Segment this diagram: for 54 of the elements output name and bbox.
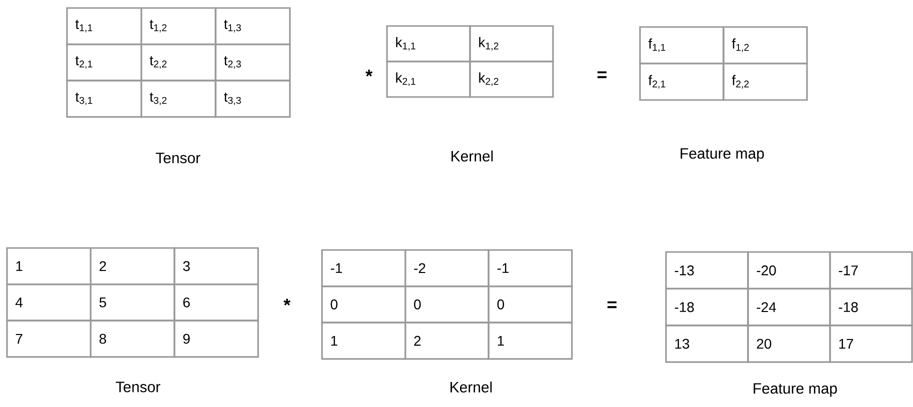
table-cell: -2 <box>404 249 490 288</box>
table-cell: 2 <box>404 322 490 360</box>
caption: Tensor <box>116 382 160 392</box>
table-cell: t$_{2,3}$ <box>214 44 291 82</box>
table-cell: t$_{3,3}$ <box>214 80 291 118</box>
operator-symbol: = <box>598 71 607 78</box>
operator-symbol: = <box>608 301 617 308</box>
table-cell: 6 <box>174 284 259 322</box>
caption: Tensor <box>156 152 200 164</box>
operator-symbol: * <box>284 298 290 306</box>
table-cell: 1 <box>6 247 92 286</box>
table-cell: -1 <box>321 249 406 288</box>
table-cell: -20 <box>747 251 831 290</box>
caption: Kernel <box>450 382 492 392</box>
table-cell: -1 <box>488 249 573 288</box>
table-cell: 17 <box>829 324 913 363</box>
caption: Feature map <box>754 383 837 397</box>
operator-symbol: * <box>366 70 372 76</box>
table-cell: 2 <box>90 247 176 286</box>
table-cell: 4 <box>6 284 92 322</box>
table-cell: f$_{2,2}$ <box>722 62 808 101</box>
table-cell: k$_{2,1}$ <box>386 60 471 98</box>
table-cell: 1 <box>321 322 406 360</box>
table-cell: f$_{2,1}$ <box>639 62 724 101</box>
table-cell: 7 <box>6 320 92 358</box>
table-cell: t$_{2,1}$ <box>66 44 142 82</box>
table-cell: -17 <box>829 251 913 290</box>
table-cell: 0 <box>488 286 573 324</box>
table-cell: 20 <box>747 324 831 363</box>
table-cell: -24 <box>747 288 831 326</box>
table-cell: t$_{1,1}$ <box>66 7 142 46</box>
table-cell: 0 <box>404 286 490 324</box>
table-cell: 1 <box>488 322 573 360</box>
table-cell: f$_{1,2}$ <box>722 26 808 64</box>
table-cell: -18 <box>665 288 749 326</box>
table-cell: t$_{1,3}$ <box>214 7 291 46</box>
table-cell: 0 <box>321 286 406 324</box>
table-cell: 8 <box>90 320 176 358</box>
table-cell: k$_{1,1}$ <box>386 25 471 62</box>
table-cell: t$_{1,2}$ <box>140 7 216 46</box>
table-cell: t$_{3,1}$ <box>66 80 142 118</box>
table-cell: k$_{1,2}$ <box>469 25 554 62</box>
table-cell: t$_{3,2}$ <box>140 80 216 118</box>
table-cell: -18 <box>829 288 913 326</box>
table-cell: -13 <box>665 251 749 290</box>
table-cell: 9 <box>174 320 259 358</box>
table-cell: 3 <box>174 247 259 286</box>
caption: Kernel <box>452 150 493 162</box>
table-cell: f$_{1,1}$ <box>639 26 724 64</box>
table-cell: t$_{2,2}$ <box>140 44 216 82</box>
table-cell: 13 <box>665 324 749 363</box>
table-cell: k$_{2,2}$ <box>469 60 554 98</box>
caption: Feature map <box>680 148 764 162</box>
table-cell: 5 <box>90 284 176 322</box>
